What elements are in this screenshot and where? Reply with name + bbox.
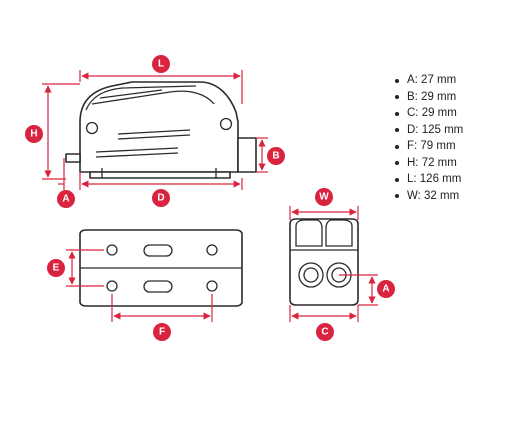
svg-text:E: E	[53, 263, 60, 274]
badge-a-front: A	[377, 280, 395, 298]
spec-item: F: 79 mm	[393, 138, 463, 155]
svg-text:A: A	[382, 284, 389, 295]
spec-item: C: 29 mm	[393, 105, 463, 122]
badge-f: F	[153, 323, 171, 341]
spec-item: B: 29 mm	[393, 89, 463, 106]
badge-d: D	[152, 189, 170, 207]
spec-item: W: 32 mm	[393, 188, 463, 205]
spec-item: L: 126 mm	[393, 171, 463, 188]
badge-l: L	[152, 55, 170, 73]
badge-a-side: A	[57, 190, 75, 208]
spec-item: H: 72 mm	[393, 155, 463, 172]
badge-e: E	[47, 259, 65, 277]
svg-text:F: F	[159, 327, 165, 338]
badge-h: H	[25, 125, 43, 143]
badge-w: W	[315, 188, 333, 206]
spec-item: A: 27 mm	[393, 72, 463, 89]
spec-item: D: 125 mm	[393, 122, 463, 139]
bottom-view	[66, 229, 243, 322]
svg-text:H: H	[30, 129, 37, 140]
side-view	[42, 70, 268, 190]
spec-list: A: 27 mm B: 29 mm C: 29 mm D: 125 mm F: …	[393, 72, 463, 204]
svg-text:B: B	[272, 151, 279, 162]
svg-text:W: W	[319, 192, 329, 203]
svg-text:A: A	[62, 194, 69, 205]
svg-text:L: L	[158, 59, 164, 70]
front-view	[289, 206, 378, 322]
badge-b: B	[267, 147, 285, 165]
badge-c: C	[316, 323, 334, 341]
svg-text:C: C	[321, 327, 328, 338]
svg-text:D: D	[157, 193, 164, 204]
